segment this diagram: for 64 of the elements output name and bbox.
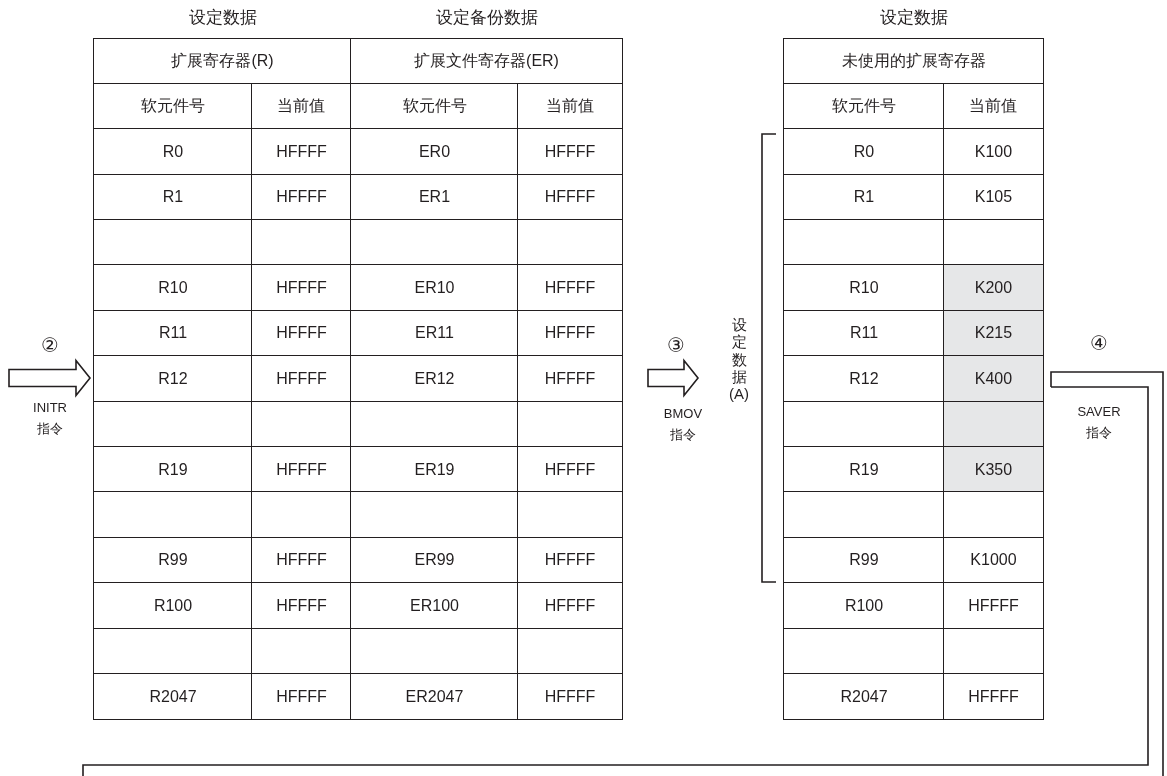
table-cell: HFFFF xyxy=(517,446,623,493)
table-cell: 未使用的扩展寄存器 xyxy=(783,38,1044,85)
table-cell: K100 xyxy=(943,128,1044,176)
table-cell: HFFFF xyxy=(251,355,352,403)
table-cell: 当前值 xyxy=(517,83,623,130)
table-cell: HFFFF xyxy=(943,582,1044,630)
table-cell: HFFFF xyxy=(251,582,352,630)
table-cell: K105 xyxy=(943,173,1044,221)
table-cell: K400 xyxy=(943,355,1044,403)
table-cell: 扩展文件寄存器(ER) xyxy=(350,38,623,85)
table-heading: 设定数据 xyxy=(188,8,257,27)
step-number: ② xyxy=(41,333,59,357)
bracket-label: 设定数据(A) xyxy=(728,316,750,403)
table-cell: HFFFF xyxy=(251,673,352,720)
table-cell: HFFFF xyxy=(517,355,623,403)
table-cell: HFFFF xyxy=(517,173,623,221)
table-cell: R2047 xyxy=(783,673,945,720)
table-cell: ER100 xyxy=(350,582,519,630)
table-cell: R12 xyxy=(93,355,253,403)
edge-label: BMOV 指令 xyxy=(663,406,703,442)
edge-label: SAVER 指令 xyxy=(1077,404,1121,440)
table-cell: HFFFF xyxy=(517,309,623,357)
table-cell: HFFFF xyxy=(251,264,352,312)
table-cell: ER19 xyxy=(350,446,519,493)
table-cell: HFFFF xyxy=(517,264,623,312)
table-cell: R100 xyxy=(783,582,945,630)
step-number: ③ xyxy=(667,333,685,357)
table-cell: HFFFF xyxy=(251,128,352,176)
table-cell: ER10 xyxy=(350,264,519,312)
table-cell: ER12 xyxy=(350,355,519,403)
table-cell: R10 xyxy=(93,264,253,312)
table-cell: 软元件号 xyxy=(783,83,945,130)
table-cell: 软元件号 xyxy=(350,83,519,130)
table-cell: R12 xyxy=(783,355,945,403)
table-cell: R19 xyxy=(783,446,945,493)
hollow-arrow xyxy=(647,358,700,398)
table-cell: HFFFF xyxy=(517,582,623,630)
table-cell: K215 xyxy=(943,309,1044,357)
table-cell: R0 xyxy=(93,128,253,176)
table-cell: ER2047 xyxy=(350,673,519,720)
hollow-arrow xyxy=(82,371,1164,776)
table-cell: HFFFF xyxy=(251,446,352,493)
table-cell: HFFFF xyxy=(517,128,623,176)
table-cell: R0 xyxy=(783,128,945,176)
table-cell: K200 xyxy=(943,264,1044,312)
table-cell: HFFFF xyxy=(517,536,623,584)
table-cell: K1000 xyxy=(943,536,1044,584)
table-heading: 设定数据 xyxy=(879,8,948,27)
table-cell: 当前值 xyxy=(943,83,1044,130)
table-cell: R100 xyxy=(93,582,253,630)
hollow-arrow xyxy=(8,358,92,398)
table-cell: 软元件号 xyxy=(93,83,253,130)
table-cell: R2047 xyxy=(93,673,253,720)
table-cell: 当前值 xyxy=(251,83,352,130)
table-cell: ER0 xyxy=(350,128,519,176)
table-cell: HFFFF xyxy=(517,673,623,720)
table-heading: 设定备份数据 xyxy=(435,8,538,27)
edge-label: INITR 指令 xyxy=(33,400,67,436)
step-number: ④ xyxy=(1090,331,1108,355)
table-cell: K350 xyxy=(943,446,1044,493)
table-cell: HFFFF xyxy=(943,673,1044,720)
table-cell: R10 xyxy=(783,264,945,312)
table-cell: 扩展寄存器(R) xyxy=(93,38,352,85)
table-cell: R19 xyxy=(93,446,253,493)
